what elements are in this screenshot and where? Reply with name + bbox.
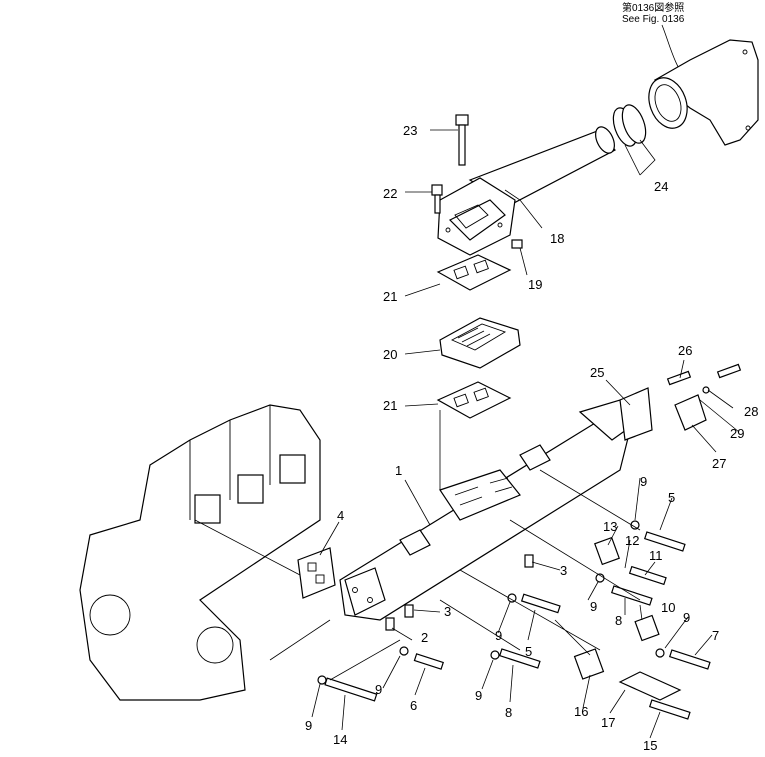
sleeve-16: [573, 648, 605, 680]
plug-3b: [524, 554, 534, 568]
washer-29: [702, 386, 710, 394]
valve-actuator-27: [674, 394, 707, 431]
bolt-15: [648, 699, 691, 720]
callout-9-b: 9: [590, 599, 597, 614]
bracket-17: [618, 671, 682, 701]
callout-20: 20: [383, 347, 397, 362]
callout-23: 23: [403, 123, 417, 138]
callout-28: 28: [744, 404, 758, 419]
washers-9: [317, 520, 665, 685]
callout-6: 6: [410, 698, 417, 713]
callout-22: 22: [383, 186, 397, 201]
callout-8-a: 8: [615, 613, 622, 628]
plug-2: [385, 617, 395, 631]
bolt-23: [455, 114, 469, 166]
callout-4: 4: [337, 508, 344, 523]
bolt-5a: [643, 531, 686, 552]
callout-15: 15: [643, 738, 657, 752]
elbow-pipe: [437, 126, 616, 256]
callout-2: 2: [421, 630, 428, 645]
seal-rings: [612, 104, 647, 147]
callout-21-upper: 21: [383, 289, 397, 304]
callout-21-lower: 21: [383, 398, 397, 413]
callout-24: 24: [654, 179, 668, 194]
callout-26: 26: [678, 343, 692, 358]
callout-3-b: 3: [560, 563, 567, 578]
callout-10: 10: [661, 600, 675, 615]
plug-19: [511, 239, 523, 249]
reference-note-en: See Fig. 0136: [622, 14, 685, 25]
callout-14: 14: [333, 732, 347, 747]
engine-block: [79, 404, 321, 701]
gasket-21-lower: [436, 381, 512, 419]
bolt-8a: [610, 585, 653, 606]
plug-3a: [404, 604, 414, 618]
sleeve-10: [634, 614, 660, 642]
gasket-21-upper: [436, 254, 512, 291]
callout-9-e: 9: [375, 682, 382, 697]
turbo-outlet-housing: [648, 39, 759, 146]
bolt-14: [324, 677, 378, 702]
callout-5-a: 5: [668, 490, 675, 505]
alignment-lines: [269, 469, 641, 681]
bolt-26: [666, 370, 692, 386]
callout-11: 11: [649, 548, 663, 563]
callout-8-b: 8: [505, 705, 512, 720]
alignment-line-4: [194, 519, 301, 576]
callout-9-g: 9: [305, 718, 312, 733]
bolt-22: [431, 184, 443, 214]
callout-9-f: 9: [475, 688, 482, 703]
callout-labels: 23 22 24 18 19 21 20 21 26 25 28 29 27 1…: [305, 123, 758, 753]
gasket-4: [297, 547, 336, 599]
callout-16: 16: [574, 704, 588, 719]
callout-13: 13: [603, 519, 617, 534]
callout-29: 29: [730, 426, 744, 441]
bracket-25: [619, 387, 653, 441]
callout-19: 19: [528, 277, 542, 292]
spacer-block-20: [439, 317, 521, 369]
callout-9-a: 9: [640, 474, 647, 489]
callout-27: 27: [712, 456, 726, 471]
bolt-5b: [520, 593, 561, 614]
callout-7: 7: [712, 628, 719, 643]
callout-17: 17: [601, 715, 615, 730]
callout-1: 1: [395, 463, 402, 478]
leader-24: [624, 139, 656, 176]
bolt-7: [668, 649, 711, 670]
reference-note-jp: 第0136図参照: [622, 1, 684, 14]
callout-9-d: 9: [495, 628, 502, 643]
leader-lines: [311, 129, 740, 739]
callout-12: 12: [625, 533, 639, 548]
callout-18: 18: [550, 231, 564, 246]
bolt-11: [628, 565, 667, 586]
bolt-28: [716, 363, 742, 379]
callout-9-c: 9: [683, 610, 690, 625]
callout-3-a: 3: [444, 604, 451, 619]
callout-25: 25: [590, 365, 604, 380]
bolt-8b: [498, 648, 541, 669]
callout-5-b: 5: [525, 644, 532, 659]
sleeve-13: [594, 536, 620, 566]
bolt-6: [413, 653, 444, 670]
